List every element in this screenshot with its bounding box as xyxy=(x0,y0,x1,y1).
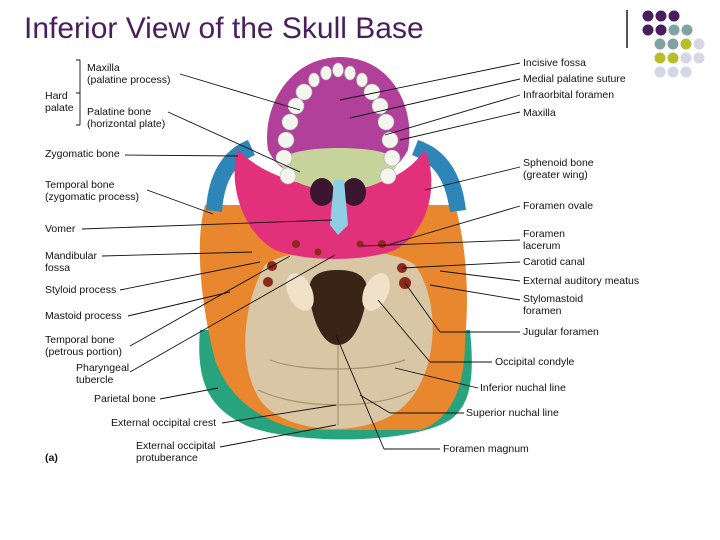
tooth xyxy=(281,113,299,131)
tooth xyxy=(381,131,399,149)
label-incisive-fossa: Incisive fossa xyxy=(523,57,587,69)
label-jugular: Jugular foramen xyxy=(523,326,599,338)
tooth xyxy=(277,131,295,149)
label-foramen-magnum: Foramen magnum xyxy=(443,443,529,455)
label-sphenoid: Sphenoid bone(greater wing) xyxy=(523,157,594,181)
decor-dot xyxy=(642,10,654,22)
tooth xyxy=(275,149,293,167)
lacerum-right xyxy=(356,240,364,248)
decor-dot xyxy=(693,52,705,64)
decor-dot xyxy=(680,66,692,78)
tooth xyxy=(377,113,395,131)
decor-dot xyxy=(667,52,679,64)
label-superior-nuchal: Superior nuchal line xyxy=(466,407,559,419)
choana-right xyxy=(342,178,366,206)
foramen-ovale-left xyxy=(292,240,300,248)
label-occipital-condyle: Occipital condyle xyxy=(495,356,575,368)
panel-label: (a) xyxy=(45,452,58,464)
label-palatine-bone: Palatine bone(horizontal plate) xyxy=(87,106,166,130)
tooth xyxy=(308,72,320,88)
decor-dot xyxy=(655,10,667,22)
label-temporal-zygomatic: Temporal bone(zygomatic process) xyxy=(45,179,139,203)
decor-dot xyxy=(654,38,666,50)
label-mastoid: Mastoid process xyxy=(45,310,122,322)
foramen-magnum-shape xyxy=(309,270,368,345)
tooth xyxy=(344,65,356,81)
tooth xyxy=(279,167,297,185)
occipital-condyle-left xyxy=(286,273,314,311)
choana-left xyxy=(310,178,334,206)
label-inferior-nuchal: Inferior nuchal line xyxy=(480,382,566,394)
label-foramen-ovale: Foramen ovale xyxy=(523,200,594,212)
decor-dot xyxy=(681,24,693,36)
decor-dot xyxy=(654,52,666,64)
jugular-left xyxy=(263,277,273,287)
label-ext-auditory: External auditory meatus xyxy=(523,275,640,287)
decor-dot xyxy=(654,66,666,78)
decor-dot xyxy=(655,24,667,36)
palatine-shape xyxy=(280,148,398,190)
foramen-ovale-right xyxy=(378,240,386,248)
label-temporal-petrous: Temporal bone(petrous portion) xyxy=(45,334,123,358)
label-vomer: Vomer xyxy=(45,223,76,235)
teeth-row xyxy=(275,62,401,185)
occipital-condyle-right xyxy=(362,273,390,311)
tooth xyxy=(379,167,397,185)
decor-dot xyxy=(642,24,654,36)
decor-dot xyxy=(667,66,679,78)
decor-dot xyxy=(693,38,705,50)
tooth xyxy=(356,72,368,88)
vomer-shape xyxy=(330,180,348,235)
label-medial-palatine: Medial palatine suture xyxy=(523,73,626,85)
page-title: Inferior View of the Skull Base xyxy=(24,12,424,45)
decor-dot xyxy=(680,38,692,50)
label-ext-occ-crest: External occipital crest xyxy=(111,417,217,429)
label-styloid: Styloid process xyxy=(45,284,117,296)
tooth xyxy=(287,97,305,115)
tooth xyxy=(320,65,332,81)
decor-dot xyxy=(668,24,680,36)
label-maxilla-palatine: Maxilla(palatine process) xyxy=(87,62,171,86)
title-divider xyxy=(626,10,628,48)
tooth xyxy=(371,97,389,115)
label-carotid-canal: Carotid canal xyxy=(523,256,585,268)
label-parietal: Parietal bone xyxy=(94,393,156,405)
tooth xyxy=(295,83,313,101)
label-maxilla-right: Maxilla xyxy=(523,107,556,119)
decor-dot xyxy=(680,52,692,64)
decor-dot xyxy=(667,38,679,50)
decor-dot xyxy=(668,10,680,22)
label-infraorbital: Infraorbital foramen xyxy=(523,89,615,101)
label-zygomatic-bone: Zygomatic bone xyxy=(45,148,120,160)
tooth xyxy=(332,62,344,78)
lacerum-left xyxy=(314,248,322,256)
tooth xyxy=(383,149,401,167)
